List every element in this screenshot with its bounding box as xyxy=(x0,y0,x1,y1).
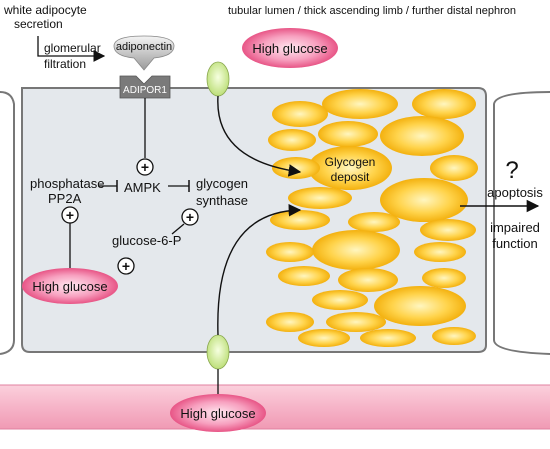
glycogen-granule xyxy=(420,219,476,241)
g6p-activation-plus xyxy=(117,257,135,275)
glycogen-granule xyxy=(312,230,400,270)
glycogen-granule xyxy=(338,268,398,292)
filtration-label-line1: glomerular xyxy=(44,41,101,55)
glycogen-granule xyxy=(288,187,352,209)
glycogen-granule xyxy=(268,129,316,151)
glycogen-granule xyxy=(380,116,464,156)
impaired-function-label-line2: function xyxy=(492,236,538,251)
ampk-activation-plus xyxy=(136,158,154,176)
lumen-label: tubular lumen / thick ascending limb / f… xyxy=(228,5,516,17)
glycogen-granule xyxy=(360,329,416,347)
adipor1-receptor xyxy=(119,75,171,99)
glycogen-granule xyxy=(414,242,466,262)
filtration-label-line2: filtration xyxy=(44,57,86,71)
glycogen-synthase-label-line1: glycogen xyxy=(196,176,248,191)
pp2a-plus-sign: + xyxy=(66,207,74,223)
glycogen-granule xyxy=(380,178,468,222)
gs-plus-sign: + xyxy=(186,209,194,225)
glycogen-granule xyxy=(270,210,330,230)
adiponectin-label: adiponectin xyxy=(116,41,172,53)
outcome-question-mark: ? xyxy=(505,157,518,184)
g6p-to-gs-line xyxy=(171,223,185,235)
high-glucose-blood-label: High glucose xyxy=(180,406,255,421)
glycogen-granule xyxy=(278,266,330,286)
apical-glucose-arrow xyxy=(217,95,302,177)
source-label-line1: white adipocyte xyxy=(3,3,87,17)
glycogen-granule xyxy=(322,89,398,119)
g6p-plus-sign: + xyxy=(122,258,130,274)
adipor1-label: ADIPOR1 xyxy=(123,85,167,96)
impaired-function-label-line1: impaired xyxy=(490,220,540,235)
apical-transporter xyxy=(206,61,230,97)
glycogen-deposit-label-line1: Glycogen xyxy=(325,155,376,169)
high-glucose-cell xyxy=(22,268,118,304)
phosphatase-label-line1: phosphatase xyxy=(30,176,104,191)
blood-vessel xyxy=(0,385,550,429)
high-glucose-blood xyxy=(170,394,266,432)
glycogen-deposit-label-line2: deposit xyxy=(331,170,370,184)
high-glucose-cell-label: High glucose xyxy=(32,279,107,294)
high-glucose-lumen xyxy=(242,28,338,68)
right-neighbor-membrane xyxy=(493,91,550,355)
left-neighbor-membrane xyxy=(0,91,15,355)
glycogen-synthase-label-line2: synthase xyxy=(196,193,248,208)
glycogen-granule xyxy=(318,121,378,147)
glycogen-granule xyxy=(412,89,476,119)
phosphatase-label-line2: PP2A xyxy=(48,191,82,206)
filtration-arrow xyxy=(37,36,106,62)
glycogen-granule xyxy=(266,242,314,262)
adiponectin-shape xyxy=(113,35,175,71)
glucose-6-p-label: glucose-6-P xyxy=(112,233,181,248)
glycogen-granule xyxy=(422,268,466,288)
gs-activation-plus xyxy=(181,208,199,226)
glycogen-granule xyxy=(312,290,368,310)
glycogen-granule xyxy=(374,286,466,326)
glycogen-granule xyxy=(298,329,350,347)
glycogen-granule xyxy=(272,101,328,127)
glycogen-granule xyxy=(432,327,476,345)
high-glucose-lumen-label: High glucose xyxy=(252,41,327,56)
glycogen-granule xyxy=(348,212,400,232)
ampk-label: AMPK xyxy=(124,180,161,195)
glycogen-granules xyxy=(266,89,478,347)
glycogen-granule xyxy=(266,312,314,332)
source-label-line2: secretion xyxy=(14,17,63,31)
basolateral-transporter xyxy=(206,334,230,370)
ampk-plus-sign: + xyxy=(141,159,149,175)
apoptosis-label: apoptosis xyxy=(487,185,543,200)
basolateral-glucose-arrow xyxy=(217,203,302,336)
glycogen-granule xyxy=(430,155,478,181)
glycogen-granule xyxy=(308,146,392,190)
glycogen-granule xyxy=(326,312,386,332)
